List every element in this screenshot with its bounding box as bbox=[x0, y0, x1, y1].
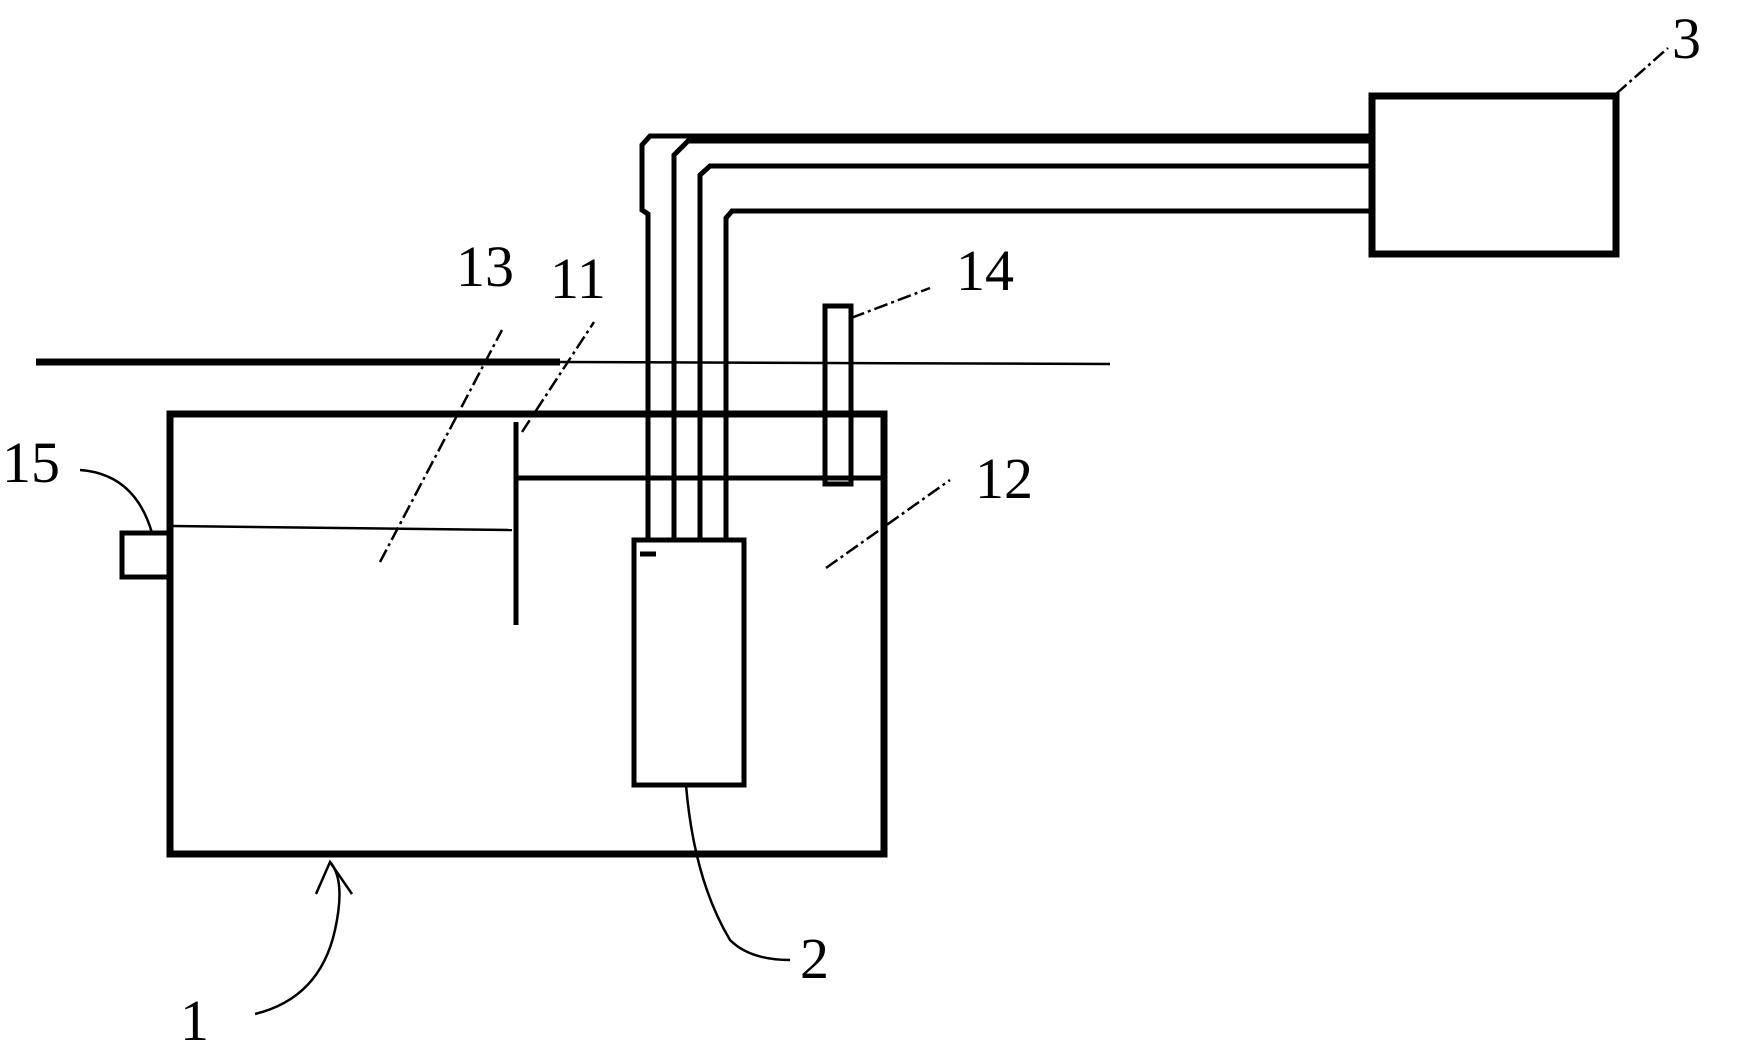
liquid-level-line bbox=[171, 524, 513, 532]
label-3: 3 bbox=[1672, 6, 1701, 71]
cable-3 bbox=[697, 163, 1372, 540]
leader-line-1 bbox=[254, 861, 341, 1016]
leader-line-2 bbox=[684, 784, 791, 962]
label-1: 1 bbox=[180, 988, 209, 1050]
device-body bbox=[631, 537, 747, 788]
leader-line-14 bbox=[850, 286, 931, 320]
leader-line-12 bbox=[825, 478, 951, 570]
remote-unit-box bbox=[1368, 92, 1620, 258]
label-14: 14 bbox=[956, 238, 1014, 303]
label-13: 13 bbox=[456, 234, 514, 299]
label-12: 12 bbox=[975, 446, 1033, 511]
container-body bbox=[166, 410, 888, 858]
label-15: 15 bbox=[2, 430, 60, 495]
valve-element bbox=[822, 303, 854, 487]
label-2: 2 bbox=[800, 926, 829, 991]
cable-2 bbox=[671, 138, 1372, 540]
ground-line-thin bbox=[559, 360, 1111, 366]
label-11: 11 bbox=[550, 246, 606, 311]
leader-line-15 bbox=[79, 468, 154, 534]
leader-arrowhead-1 bbox=[314, 859, 354, 895]
leader-line-11 bbox=[520, 321, 596, 433]
leader-line-3 bbox=[1615, 47, 1669, 95]
cable-1 bbox=[639, 133, 1372, 540]
outlet-port bbox=[119, 530, 173, 580]
leader-line-13 bbox=[378, 329, 504, 563]
cable-4 bbox=[723, 208, 1372, 540]
